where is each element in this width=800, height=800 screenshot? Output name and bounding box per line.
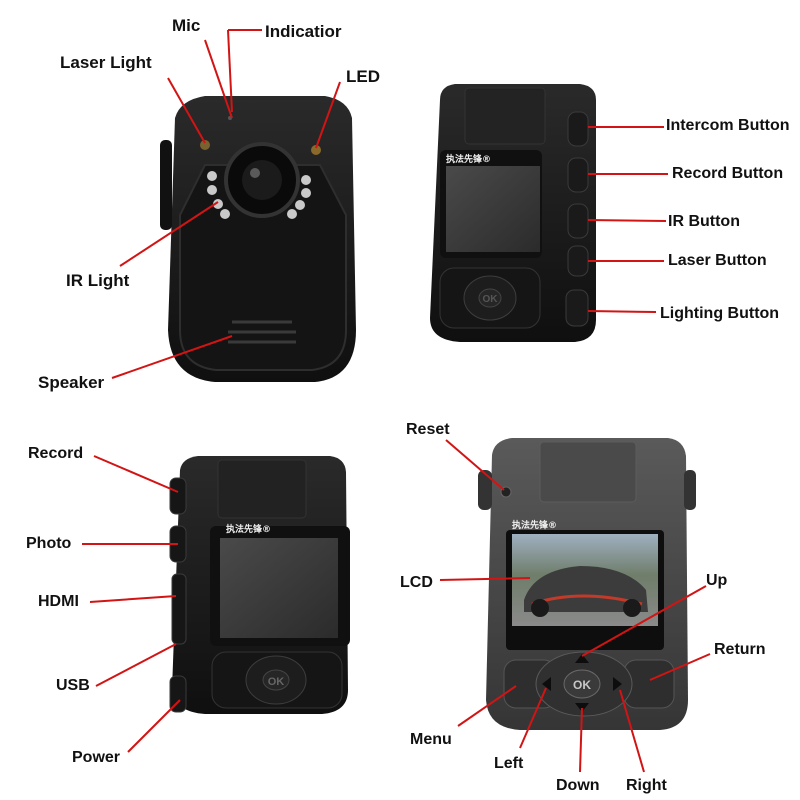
intercom-button-label: Intercom Button: [666, 117, 790, 134]
laser-light: [200, 140, 210, 150]
laser-light-label: Laser Light: [60, 53, 152, 72]
photo-label: Photo: [26, 535, 72, 552]
ok-button-label: OK: [573, 678, 591, 692]
hdmi-label: HDMI: [38, 593, 79, 610]
menu-label: Menu: [410, 731, 452, 748]
brand-logo: 执法先锋®: [446, 153, 491, 165]
ports-view-camera: 执法先锋®: [169, 456, 350, 714]
led: [311, 145, 321, 155]
ir-light-right: [287, 175, 311, 219]
up-arrow-icon: [575, 654, 589, 663]
brand-logo: 执法先锋®: [512, 519, 557, 531]
dpad: [211, 651, 343, 709]
usb-label: USB: [56, 677, 90, 694]
speaker-grille: [228, 320, 296, 344]
front-view-camera: [160, 96, 356, 382]
pointer-lines: [82, 29, 711, 773]
ir-light-label: IR Light: [66, 271, 130, 290]
right-label: Right: [626, 777, 667, 794]
lcd-label: LCD: [400, 574, 433, 591]
led-label: LED: [346, 67, 380, 86]
right-arrow-icon: [613, 677, 622, 691]
left-label: Left: [494, 755, 524, 772]
controls-dpad: [503, 651, 675, 717]
record-label: Record: [28, 445, 84, 462]
lcd-screen: [446, 166, 540, 252]
ir-light-left: [207, 171, 230, 219]
side-buttons-view-camera: 执法先锋®: [430, 84, 596, 342]
down-arrow-icon: [575, 703, 589, 712]
laser-button-label: Laser Button: [668, 252, 767, 269]
left-port-column: [169, 477, 187, 713]
reset-label: Reset: [406, 421, 450, 438]
side-button-column: [565, 111, 589, 327]
ir-button-label: IR Button: [668, 213, 740, 230]
lighting-button-label: Lighting Button: [660, 305, 780, 322]
ok-button-label: OK: [483, 294, 499, 305]
lcd-screen: [220, 538, 338, 638]
power-label: Power: [72, 749, 121, 766]
up-label: Up: [706, 572, 728, 589]
return-label: Return: [714, 641, 766, 658]
indicator-label: Indicatior: [265, 22, 342, 41]
left-arrow-icon: [542, 677, 551, 691]
controls-view-camera: 执法先锋®: [478, 438, 696, 730]
lcd-car-photo: [524, 566, 648, 612]
record-button-label: Record Button: [672, 165, 784, 182]
dpad: [439, 267, 541, 329]
brand-logo: 执法先锋®: [226, 523, 271, 535]
ok-button-label: OK: [268, 676, 285, 688]
speaker-label: Speaker: [38, 373, 105, 392]
mic-label: Mic: [172, 16, 201, 35]
down-label: Down: [556, 777, 600, 794]
